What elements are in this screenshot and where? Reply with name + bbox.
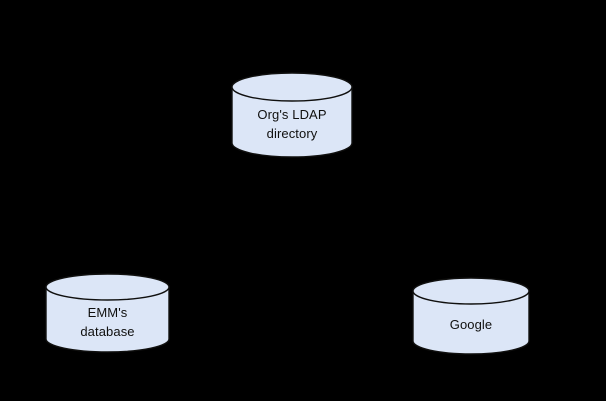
- cylinder-shape-google: [412, 277, 530, 355]
- node-emm-database[interactable]: EMM's database: [45, 273, 170, 353]
- cylinder-shape-ldap: [231, 72, 353, 158]
- node-ldap-directory[interactable]: Org's LDAP directory: [231, 72, 353, 158]
- node-google[interactable]: Google: [412, 277, 530, 355]
- cylinder-shape-emm: [45, 273, 170, 353]
